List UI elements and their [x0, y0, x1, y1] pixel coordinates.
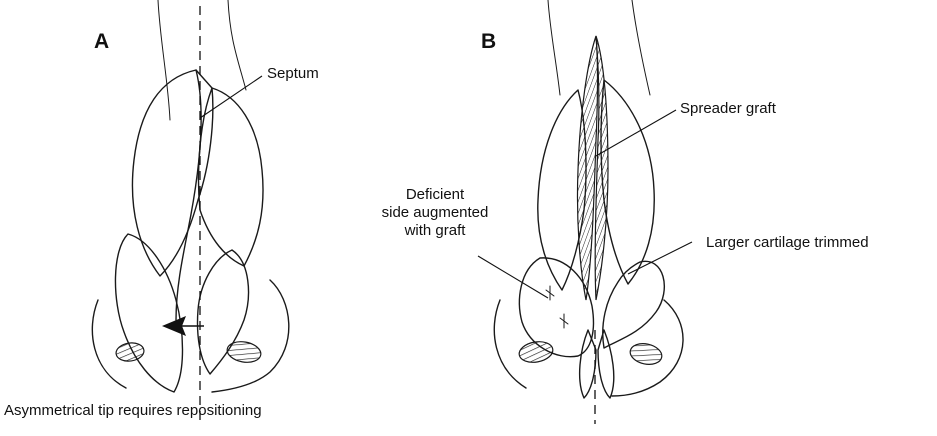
- panel-a-septum-edge: [176, 70, 201, 320]
- panel-b-lower-lateral-right: [603, 261, 665, 348]
- panel-b-deficient-leader: [478, 256, 548, 298]
- panel-a-nostril-left: [115, 341, 145, 363]
- panel-a-caption: Asymmetrical tip requires repositioning: [4, 402, 262, 420]
- panel-b-upper-lateral-right: [601, 80, 654, 284]
- panel-b-dorsum-left: [548, 0, 560, 95]
- deficient-side-label-line1: Deficient: [340, 186, 530, 204]
- panel-b-medial-crus-left: [580, 330, 596, 398]
- panel-b-spreader-graft-left: [577, 36, 597, 300]
- panel-b-nostril-right: [628, 341, 663, 367]
- spreader-graft-label: Spreader graft: [680, 100, 776, 118]
- panel-b-medial-crus-right: [598, 330, 614, 398]
- deficient-side-label-line3: with graft: [340, 222, 530, 240]
- panel-a-nostril-right: [226, 339, 263, 365]
- panel-a-dorsum-right: [228, 0, 246, 90]
- panel-a-upper-lateral-right: [199, 88, 264, 266]
- panel-b-graft-sutures: [546, 286, 568, 328]
- panel-b-letter: B: [481, 30, 496, 54]
- panel-a-drawing: [92, 0, 288, 420]
- panel-a-dorsum-left: [158, 0, 170, 120]
- panel-b-left-ala: [494, 300, 526, 388]
- panel-a-right-ala: [212, 280, 289, 392]
- deficient-side-label: Deficient side augmented with graft: [340, 186, 530, 240]
- panel-a-left-ala: [92, 300, 126, 388]
- deficient-side-label-line2: side augmented: [340, 204, 530, 222]
- septum-label: Septum: [267, 65, 319, 83]
- panel-b-nostril-left: [518, 339, 555, 365]
- panel-a-letter: A: [94, 30, 109, 54]
- panel-b-dorsum-right: [632, 0, 650, 95]
- larger-cartilage-label: Larger cartilage trimmed: [706, 234, 869, 252]
